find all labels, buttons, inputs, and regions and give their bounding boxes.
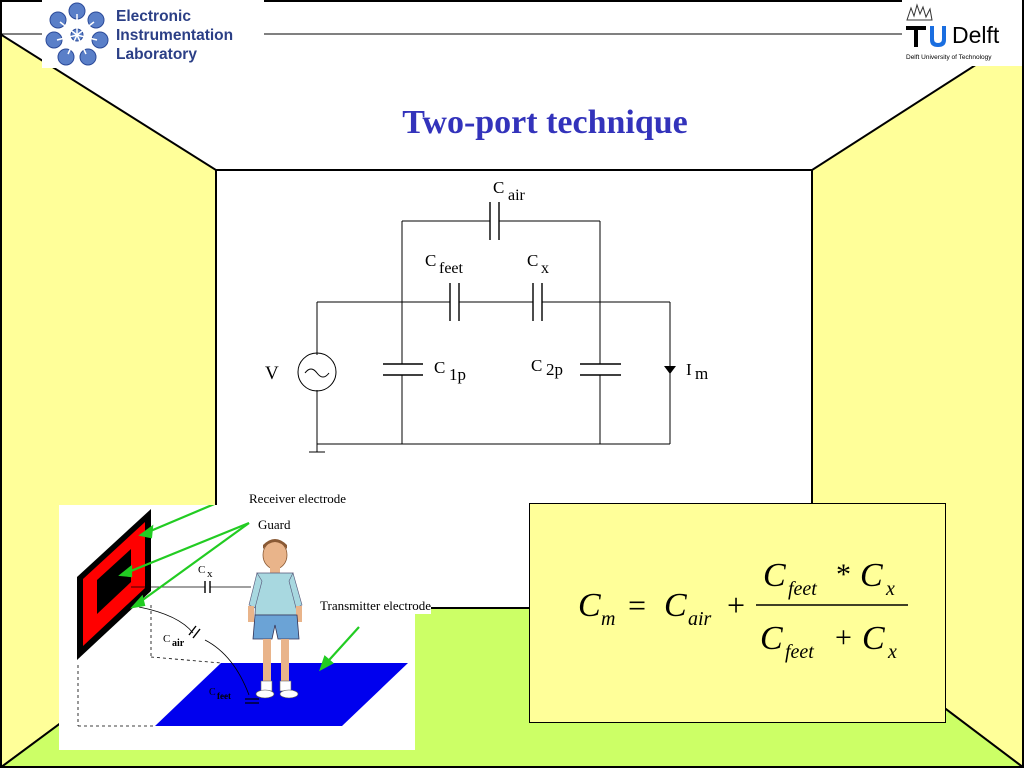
university-subtitle: Delft University of Technology <box>906 54 992 61</box>
label-i-m: I m <box>686 360 708 383</box>
formula-numerator: C feet * C x <box>763 557 895 600</box>
label-c-x: C x <box>527 251 549 277</box>
label-c-air-main: C <box>493 178 504 197</box>
label-c-2p-sub: 2p <box>546 360 563 379</box>
label-c-1p-sub: 1p <box>449 365 466 384</box>
label-i-m-main: I <box>686 360 692 379</box>
arrow-guard-2-icon <box>132 522 250 608</box>
den-a: C <box>760 620 783 657</box>
flame-icon <box>906 3 933 21</box>
label-c-feet: C feet <box>425 251 464 277</box>
lab-logo-line-2: Instrumentation <box>116 27 234 44</box>
lab-logo: Electronic Instrumentation Laboratory <box>42 0 264 68</box>
formula-term1-main: C <box>664 587 687 624</box>
electrode-scene: C x C air C feet <box>77 505 408 727</box>
current-arrow-icon <box>664 366 676 374</box>
formula-equals: = <box>628 587 646 623</box>
lab-logo-line-1: Electronic <box>116 8 191 25</box>
formula-denominator: C feet + C x <box>760 620 897 663</box>
person-figure <box>248 539 303 699</box>
electrode-illustration: C x C air C feet <box>59 505 415 750</box>
lab-logo-icon <box>45 2 109 66</box>
den-b-sub: x <box>887 641 897 663</box>
formula-lhs-sub: m <box>601 608 615 630</box>
illus-cfeet-main: C <box>209 687 216 698</box>
formula-term1-sub: air <box>688 608 712 630</box>
illus-cx-sub: x <box>207 568 213 580</box>
den-op: + <box>835 621 852 654</box>
formula: C m = C air + C feet * C x C feet + C x <box>578 557 908 663</box>
illus-cfeet-sub: feet <box>217 691 231 701</box>
num-a: C <box>763 557 786 594</box>
label-c-air: C air <box>493 178 526 204</box>
label-v: V <box>265 363 279 384</box>
label-c-x-main: C <box>527 251 538 270</box>
illus-cx-main: C <box>198 564 205 576</box>
arrow-guard-1-icon <box>120 521 250 577</box>
illus-cair-main: C <box>163 633 170 645</box>
label-c-feet-main: C <box>425 251 436 270</box>
formula-box: C m = C air + C feet * C x C feet + C x <box>529 503 946 723</box>
tu-mark-icon <box>906 26 946 47</box>
num-b: C <box>860 557 883 594</box>
university-name: Delft <box>952 22 1000 48</box>
den-b: C <box>862 620 885 657</box>
receiver-electrode-inner <box>97 549 131 614</box>
arrow-receiver-icon <box>140 505 215 537</box>
label-c-1p: C 1p <box>434 358 466 384</box>
label-c-feet-sub: feet <box>439 260 464 277</box>
slide-title: Two-port technique <box>402 104 688 141</box>
university-logo: Delft Delft University of Technology <box>902 0 1022 66</box>
formula-term1: C air <box>664 587 712 630</box>
formula-lhs-main: C <box>578 587 601 624</box>
guard-label: Guard <box>258 517 291 533</box>
num-a-sub: feet <box>788 578 817 600</box>
num-b-sub: x <box>885 578 895 600</box>
formula-plus: + <box>727 587 745 623</box>
num-op: * <box>836 558 851 591</box>
den-a-sub: feet <box>785 641 814 663</box>
label-c-air-sub: air <box>508 187 526 204</box>
transmitter-electrode-label: Transmitter electrode <box>320 598 432 614</box>
label-c-2p: C 2p <box>531 356 563 379</box>
label-i-m-sub: m <box>695 364 708 383</box>
lab-logo-line-3: Laboratory <box>116 46 197 63</box>
label-c-1p-main: C <box>434 358 445 377</box>
receiver-electrode-label: Receiver electrode <box>249 491 347 507</box>
label-c-x-sub: x <box>541 260 549 277</box>
illus-cair-sub: air <box>172 638 185 649</box>
formula-lhs: C m <box>578 587 615 630</box>
label-c-2p-main: C <box>531 356 542 375</box>
